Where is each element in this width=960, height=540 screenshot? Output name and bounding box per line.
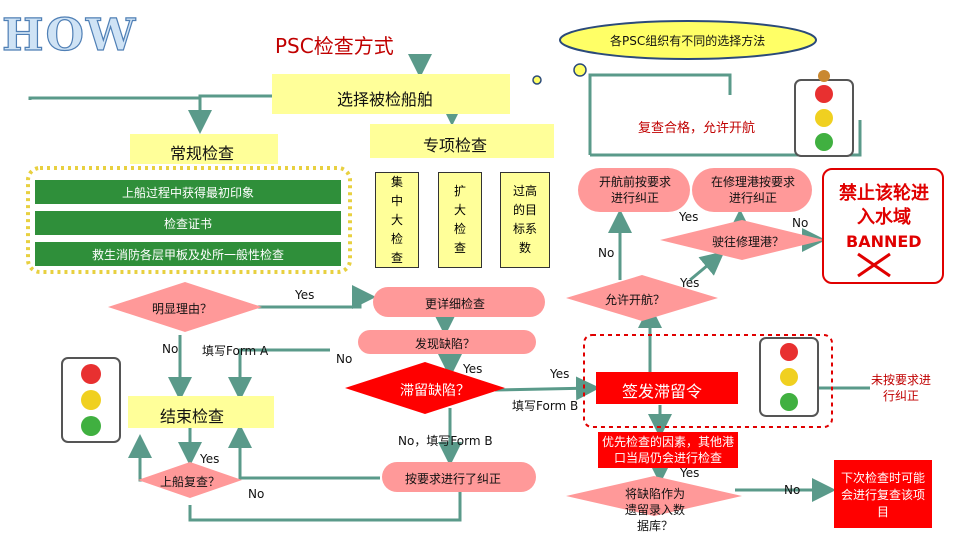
- detailed-check-label: 更详细检查: [425, 297, 486, 311]
- fix-before-box: [578, 168, 690, 212]
- recheck-board-label: 上船复查？: [160, 475, 221, 489]
- special-column: 过高的目标系数: [500, 172, 550, 268]
- form-a-label: 填写Form A: [202, 344, 269, 358]
- yes-label: Yes: [200, 452, 220, 466]
- rectify-box: [382, 462, 536, 492]
- next-check-label: 下次检查时可能会进行复查该项目: [840, 471, 925, 519]
- routine-item: 检查证书: [35, 211, 341, 235]
- not-rectified-label: 未按要求进行纠正: [870, 373, 931, 403]
- end-check-label: 结束检查: [160, 407, 225, 426]
- logo-text: HOW: [1, 9, 138, 61]
- end-check-box: [128, 396, 274, 428]
- repair-port-box: [692, 168, 812, 212]
- issue-detention-label: 签发滞留令: [622, 382, 703, 401]
- fix-before-label: 开航前按要求进行纠正: [598, 175, 671, 205]
- select-ship-box: [272, 74, 510, 114]
- issue-detention-box: [596, 372, 738, 404]
- record-db-label: 将缺陷作为遗留录入数据库？: [624, 487, 685, 533]
- routine-item: 救生消防各层甲板及处所一般性检查: [35, 242, 341, 266]
- detailed-check-box: [373, 287, 545, 317]
- special-box: [370, 124, 554, 158]
- yes-label: Yes: [463, 362, 483, 376]
- cloud-note: 各PSC组织有不同的选择方法: [610, 34, 766, 48]
- special-column: 集中大检查: [375, 172, 419, 268]
- select-ship-label: 选择被检船舶: [337, 90, 434, 109]
- next-check-box: [834, 460, 932, 528]
- priority-note-box: [598, 432, 738, 468]
- ban-title: 禁止该轮进入水域: [839, 183, 929, 228]
- special-column: 扩大检查: [438, 172, 482, 268]
- no-label: No: [784, 483, 801, 497]
- routine-item: 上船过程中获得最初印象: [35, 180, 341, 204]
- no-label: No: [598, 246, 615, 260]
- no-form-b-label: No，填写Form B: [398, 434, 493, 448]
- go-repair-label: 驶往修理港？: [712, 235, 785, 249]
- defects-found-label: 发现缺陷？: [415, 337, 476, 351]
- recheck-pass-label: 复查合格，允许开航: [638, 121, 756, 136]
- page-title: PSC检查方式: [275, 34, 394, 58]
- yes-label: Yes: [295, 288, 315, 302]
- yes-label: Yes: [680, 466, 700, 480]
- routine-box: [130, 134, 278, 164]
- form-b-yes-label: 填写Form B: [512, 399, 579, 413]
- special-label: 专项检查: [423, 136, 488, 155]
- rectify-label: 按要求进行了纠正: [405, 472, 502, 486]
- no-label: No: [336, 352, 353, 366]
- no-label: No: [792, 216, 809, 230]
- yes-label: Yes: [550, 367, 570, 381]
- repair-port-label: 在修理港按要求进行纠正: [710, 175, 795, 205]
- detain-question-label: 滞留缺陷？: [400, 383, 470, 399]
- ban-en-label: BANNED: [846, 232, 922, 251]
- no-label: No: [248, 487, 265, 501]
- defects-found-box: [358, 330, 536, 354]
- yes-label: Yes: [680, 276, 700, 290]
- yes-label: Yes: [679, 210, 699, 224]
- allow-sail-label: 允许开航？: [605, 293, 666, 307]
- priority-note-label: 优先检查的因素，其他港口当局仍会进行检查: [601, 435, 734, 465]
- no-label: No: [162, 342, 179, 356]
- obvious-reason-label: 明显理由？: [152, 302, 213, 316]
- routine-label: 常规检查: [170, 144, 235, 163]
